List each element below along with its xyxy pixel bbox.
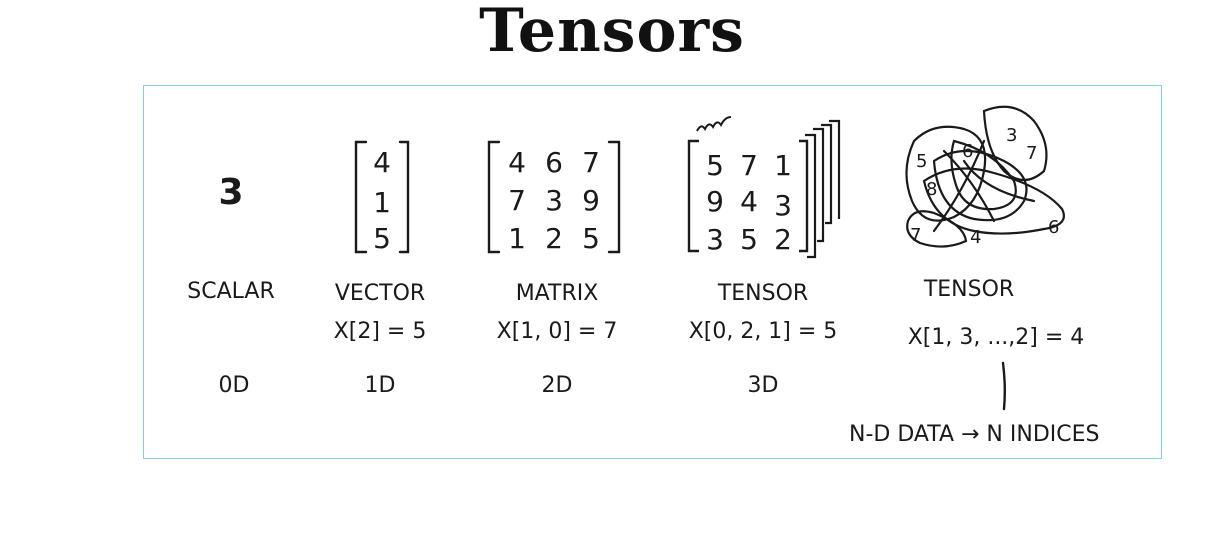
matrix-cell: 2	[545, 222, 563, 255]
tensor-nd-cell: 3	[1006, 125, 1017, 146]
matrix-label: MATRIX	[515, 281, 599, 306]
matrix-cell: 5	[582, 222, 600, 255]
tensor-cell: 1	[774, 149, 792, 182]
tensor-cell: 3	[706, 223, 724, 256]
tensor-nd-index-example: X[1, 3, ...,2] = 4	[907, 325, 1085, 350]
matrix-cell: 9	[582, 184, 600, 217]
tensor-cell: 5	[740, 223, 758, 256]
matrix-cell: 7	[508, 184, 526, 217]
tensor-nd-label: TENSOR	[923, 277, 1015, 302]
tensor-nd-cell: 8	[926, 179, 937, 200]
vector-dim: 1D	[364, 373, 396, 398]
tensor-3d-stack: 5 7 1 9 4 3 3 5 2	[687, 116, 841, 259]
matrix-cell: 4	[508, 146, 526, 179]
tensor-nd-cell: 5	[916, 151, 927, 172]
vector-label: VECTOR	[334, 281, 426, 306]
nd-indices-note: N-D DATA → N INDICES	[849, 422, 1100, 447]
matrix-cell: 7	[582, 146, 600, 179]
tensor-nd-cell: 7	[910, 225, 921, 246]
tensor-nd-cell: 7	[1026, 143, 1037, 164]
tensor-cell: 9	[706, 185, 724, 218]
tensor-cell: 5	[706, 149, 724, 182]
vector-index-example: X[2] = 5	[333, 319, 427, 344]
tensor-nd-cell: 4	[970, 227, 981, 248]
matrix-cell: 6	[545, 146, 563, 179]
page-title: Tensors	[479, 0, 745, 66]
vector-bracket: 4 1 5	[354, 140, 410, 255]
matrix-cell: 1	[508, 222, 526, 255]
scalar-dim: 0D	[218, 373, 250, 398]
tensor-nd-blob: 5 6 3 7 8 7 4 6	[905, 105, 1065, 248]
scalar-value: 3	[218, 172, 244, 213]
tensor-cell: 4	[740, 185, 758, 218]
tensor-3d-dim: 3D	[747, 373, 779, 398]
tensor-3d-label: TENSOR	[717, 281, 809, 306]
vector-cell: 4	[373, 146, 391, 179]
scalar-label: SCALAR	[187, 279, 275, 304]
tensor-cell: 2	[774, 223, 792, 256]
matrix-index-example: X[1, 0] = 7	[496, 319, 618, 344]
vector-cell: 5	[373, 222, 391, 255]
tensor-nd-cell: 6	[1048, 217, 1059, 238]
tensor-nd-cell: 6	[962, 141, 973, 162]
matrix-cell: 3	[545, 184, 563, 217]
note-connector-line	[1001, 361, 1006, 411]
tensor-diagram-frame: 3 4 1 5 4 6 7 7 3 9 1 2 5 5 7 1 9 4	[143, 85, 1162, 459]
matrix-grid: 4 6 7 7 3 9 1 2 5	[487, 140, 621, 255]
tensor-cell: 7	[740, 149, 758, 182]
matrix-dim: 2D	[541, 373, 573, 398]
tensor-cell: 3	[774, 189, 792, 222]
vector-cell: 1	[373, 186, 391, 219]
tensor-3d-index-example: X[0, 2, 1] = 5	[688, 319, 838, 344]
